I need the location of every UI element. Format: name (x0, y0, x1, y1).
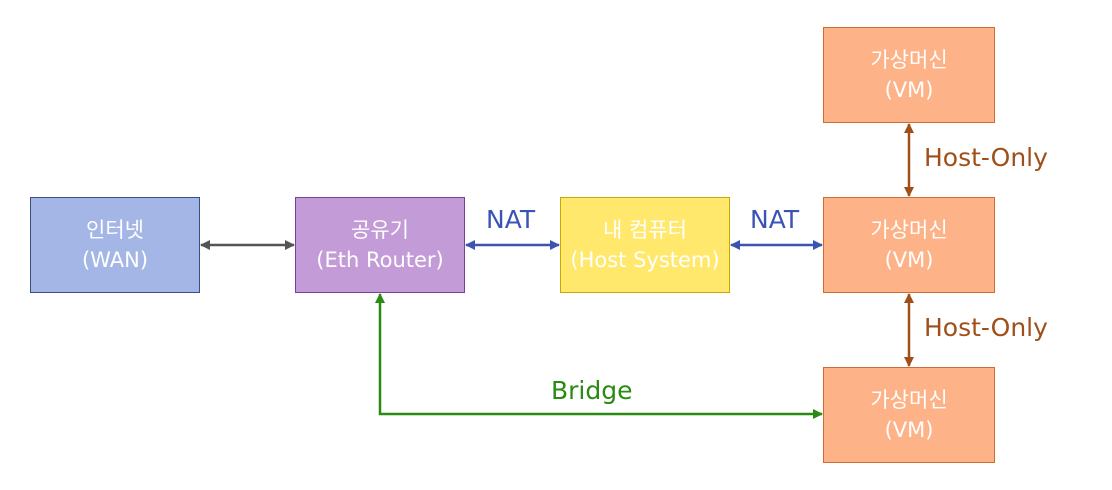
vm-name: 가상머신 (870, 218, 948, 242)
vm-node-bottom: 가상머신 (VM) (823, 367, 995, 463)
router-subtitle: (Eth Router) (316, 248, 444, 272)
router-node: 공유기 (Eth Router) (295, 197, 465, 293)
host-name: 내 컴퓨터 (603, 218, 687, 242)
vm-subtitle: (VM) (884, 78, 934, 102)
vm-node-middle: 가상머신 (VM) (823, 197, 995, 293)
host-node: 내 컴퓨터 (Host System) (560, 197, 730, 293)
hostonly-label-bottom: Host-Only (924, 313, 1048, 342)
vm-name: 가상머신 (870, 388, 948, 412)
vm-subtitle: (VM) (884, 248, 934, 272)
vm-name: 가상머신 (870, 48, 948, 72)
host-subtitle: (Host System) (570, 248, 720, 272)
internet-node: 인터넷 (WAN) (30, 197, 200, 293)
nat-label-router-host: NAT (486, 205, 536, 234)
router-vm-bridge-arrow (375, 293, 823, 419)
vm-node-top: 가상머신 (VM) (823, 27, 995, 123)
bridge-label: Bridge (551, 376, 633, 405)
hostonly-label-top: Host-Only (924, 143, 1048, 172)
vm-subtitle: (VM) (884, 418, 934, 442)
nat-label-host-vm: NAT (750, 205, 800, 234)
internet-subtitle: (WAN) (81, 248, 149, 272)
router-name: 공유기 (351, 218, 409, 242)
internet-name: 인터넷 (86, 218, 144, 242)
